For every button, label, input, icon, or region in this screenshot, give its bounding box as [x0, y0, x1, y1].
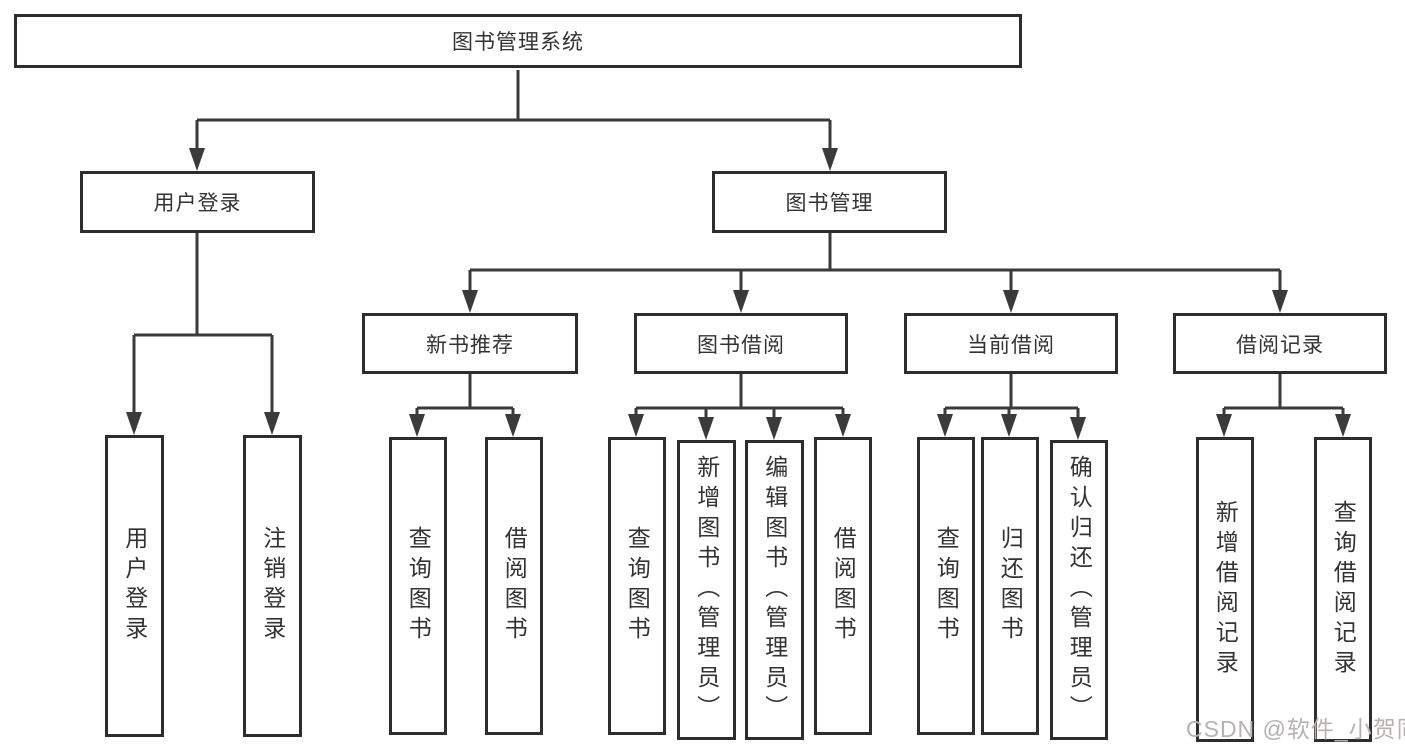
connector-newbook-to-leaves: [409, 374, 521, 437]
node-book-borrow: 图书借阅: [634, 313, 848, 374]
node-user-login: 用户登录: [80, 171, 315, 233]
leaf-newbook-borrow-books: 借阅图书: [485, 437, 543, 735]
leaf-bookborrow-edit-books-admin: 编辑图书（管理员）: [745, 440, 804, 740]
csdn-watermark: CSDN @软件_小贺同学: [1186, 716, 1405, 742]
node-root: 图书管理系统: [14, 14, 1022, 68]
leaf-currentborrow-return-books: 归还图书: [981, 437, 1039, 735]
leaf-user-login: 用户登录: [105, 435, 164, 737]
leaf-newbook-query-books: 查询图书: [389, 437, 447, 735]
connector-userlogin-to-leaves: [126, 233, 280, 435]
node-current-borrow: 当前借阅: [904, 313, 1118, 374]
leaf-record-query-borrow-record: 查询借阅记录: [1314, 437, 1372, 742]
leaf-bookborrow-query-books: 查询图书: [608, 437, 666, 735]
leaf-bookborrow-borrow-books: 借阅图书: [814, 437, 872, 735]
connector-bookborrow-to-leaves: [628, 374, 851, 440]
connector-currentborrow-to-leaves: [937, 374, 1086, 440]
node-book-management: 图书管理: [712, 171, 947, 233]
leaf-currentborrow-query-books: 查询图书: [917, 437, 975, 735]
leaf-bookborrow-add-books-admin: 新增图书（管理员）: [677, 440, 736, 740]
leaf-logout: 注销登录: [243, 435, 302, 737]
node-new-book-recommend: 新书推荐: [362, 313, 578, 374]
connector-root-to-level2: [189, 70, 838, 171]
connector-bookmgmt-to-level3: [462, 233, 1288, 313]
connector-borrowrecords-to-leaves: [1216, 374, 1351, 437]
node-borrow-records: 借阅记录: [1173, 313, 1387, 374]
leaf-currentborrow-confirm-return-admin: 确认归还（管理员）: [1050, 440, 1108, 740]
leaf-record-add-borrow-record: 新增借阅记录: [1196, 437, 1254, 742]
